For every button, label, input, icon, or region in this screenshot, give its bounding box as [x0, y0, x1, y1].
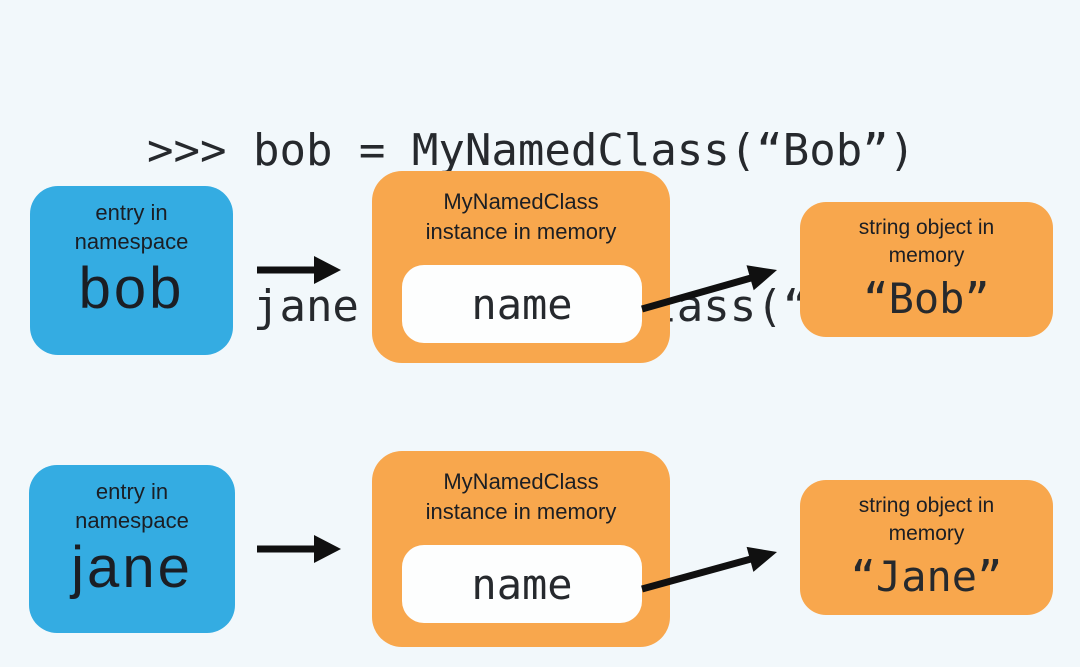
string-title-line: memory [888, 244, 965, 267]
string-value: “Jane” [850, 552, 1003, 601]
attribute-name: name [471, 279, 573, 329]
attribute-slot: name [402, 545, 642, 623]
string-title: string object in memory [800, 202, 1053, 270]
instance-title: MyNamedClass instance in memory [372, 451, 670, 527]
attribute-name: name [471, 559, 573, 609]
namespace-label-line: entry in [95, 479, 169, 504]
arrow-right-icon [257, 535, 341, 563]
instance-box-bob: MyNamedClass instance in memory name [372, 171, 670, 363]
namespace-label-line: entry in [95, 200, 168, 225]
string-value: “Bob” [863, 274, 990, 323]
instance-title: MyNamedClass instance in memory [372, 171, 670, 247]
string-title: string object in memory [800, 480, 1053, 548]
instance-title-line: instance in memory [425, 499, 617, 524]
string-box-jane: string object in memory “Jane” [800, 480, 1053, 615]
variable-name: bob [78, 256, 185, 321]
namespace-box-bob: entry in namespace bob [30, 186, 233, 355]
instance-title-line: MyNamedClass [443, 189, 599, 214]
namespace-box-jane: entry in namespace jane [29, 465, 235, 633]
instance-title-line: MyNamedClass [443, 469, 599, 494]
code-line: >>> bob = MyNamedClass(“Bob”) [147, 125, 916, 176]
namespace-label-line: namespace [74, 229, 189, 254]
instance-box-jane: MyNamedClass instance in memory name [372, 451, 670, 647]
string-title-line: memory [888, 522, 965, 545]
namespace-label-line: namespace [75, 508, 189, 533]
string-box-bob: string object in memory “Bob” [800, 202, 1053, 337]
instance-title-line: instance in memory [425, 219, 617, 244]
string-title-line: string object in [858, 216, 995, 239]
string-title-line: string object in [858, 494, 995, 517]
variable-name: jane [71, 535, 193, 600]
attribute-slot: name [402, 265, 642, 343]
